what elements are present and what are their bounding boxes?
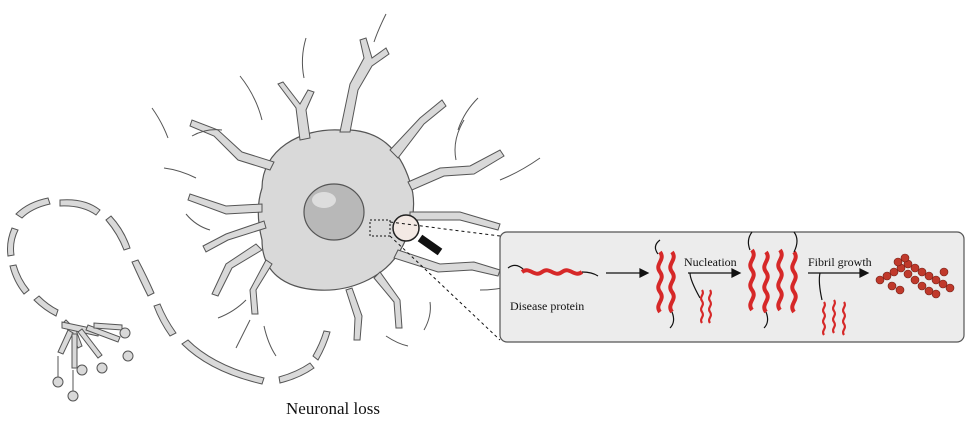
- protofibril: [747, 231, 798, 329]
- aggregation-panel: [499, 231, 965, 343]
- caption-neuronal-loss: Neuronal loss: [286, 399, 380, 418]
- synaptic-terminals: [52, 321, 134, 402]
- nucleus-highlight: [312, 192, 336, 208]
- magnifier-icon: [392, 214, 443, 256]
- fibril-aggregate: [875, 253, 955, 299]
- process-arrows: [606, 268, 870, 301]
- zoom-region: [369, 219, 391, 237]
- nucleus: [303, 183, 365, 241]
- label-disease-protein: Disease protein: [510, 299, 584, 313]
- neuron-cell: [151, 13, 541, 357]
- zoom-leader-lines: [389, 221, 501, 341]
- label-nucleation: Nucleation: [684, 255, 737, 269]
- nucleus-oligomer: [654, 239, 676, 329]
- label-fibril-growth: Fibril growth: [808, 255, 872, 269]
- disease-protein-monomer: [507, 264, 599, 277]
